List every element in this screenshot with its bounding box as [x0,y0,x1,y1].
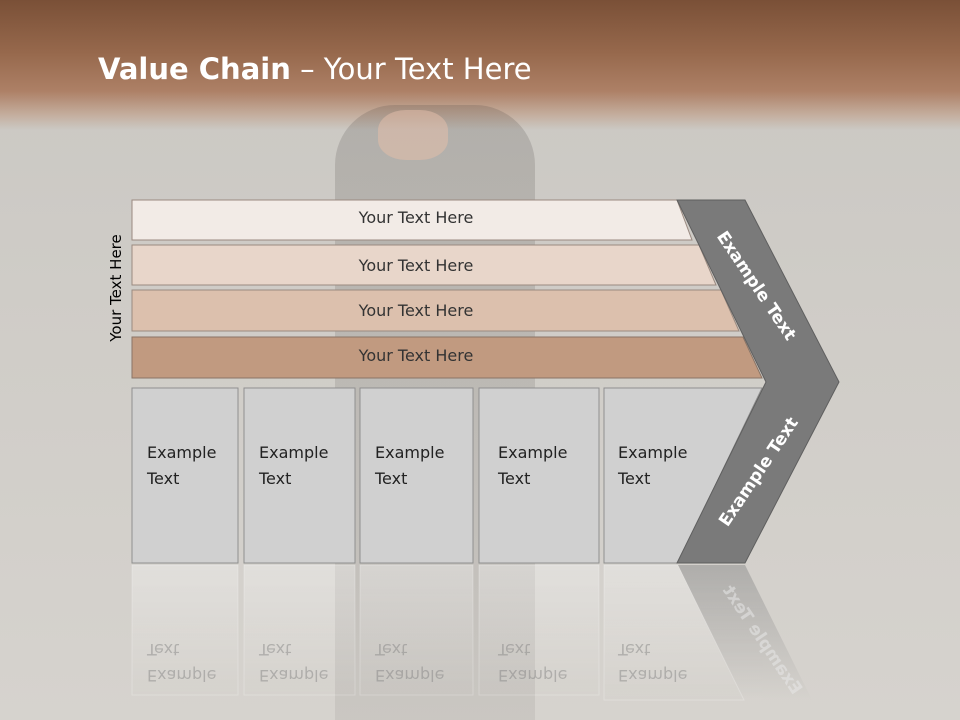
primary-box-1[interactable] [131,387,239,564]
reflection-group [131,564,812,701]
support-bar-2-label: Your Text Here [358,256,474,275]
slide-title[interactable]: Value Chain – Your Text Here [98,52,532,86]
primary-box-3[interactable] [359,387,474,564]
title-bold: Value Chain [98,52,291,86]
support-bar-1[interactable] [131,199,693,241]
margin-chevron[interactable] [676,199,840,564]
primary-box-2[interactable] [243,387,356,564]
support-bar-3-label: Your Text Here [358,301,474,320]
support-bar-2[interactable] [131,244,717,286]
background-hand [378,110,448,160]
header-bar [0,0,960,130]
support-bar-4-label: Your Text Here [358,346,474,365]
support-bar-3[interactable] [131,289,740,332]
support-bar-4[interactable] [131,336,763,379]
primary-box-4[interactable] [478,387,600,564]
title-rest: – Your Text Here [290,52,532,86]
support-bar-1-label: Your Text Here [358,208,474,227]
